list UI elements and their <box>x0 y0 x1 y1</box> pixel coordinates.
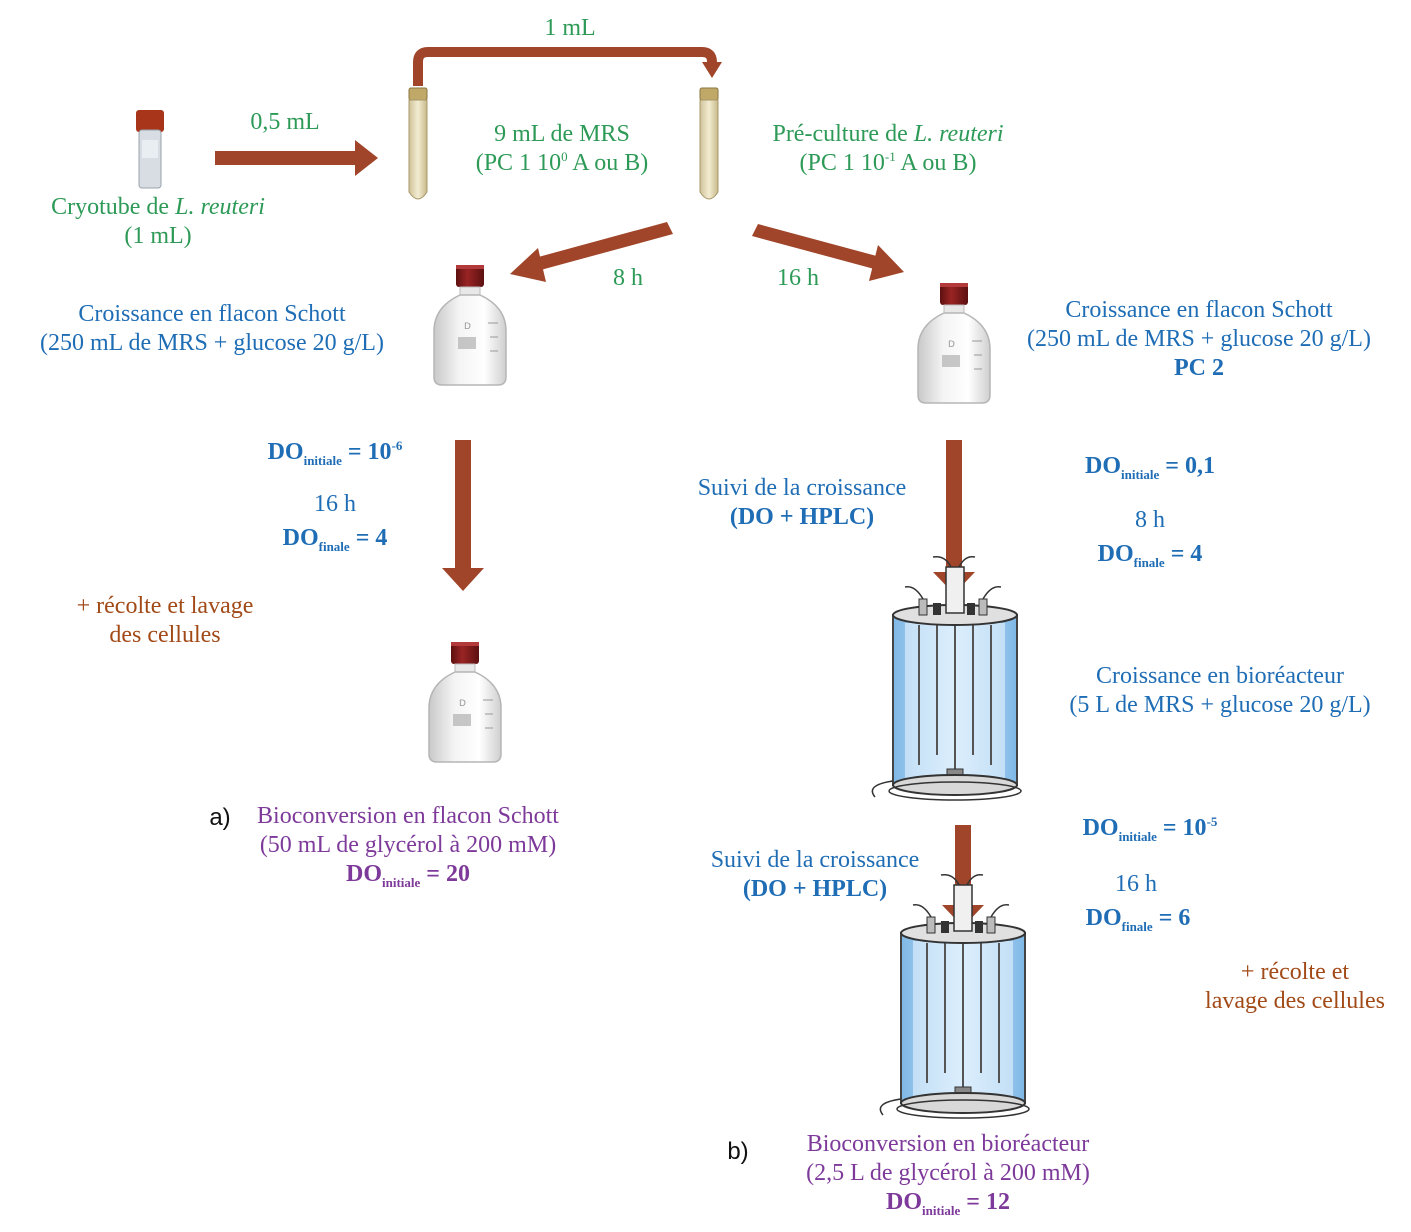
bioreactor-do-initial: DOinitiale = 10-5 <box>1082 814 1218 844</box>
arrow-16h-shaft <box>752 224 884 270</box>
growth-monitoring-1: Suivi de la croissance (DO + HPLC) <box>697 475 907 530</box>
right-do-initial: DOinitiale = 0,1 <box>1085 453 1215 482</box>
arrow-16h-head <box>869 245 904 281</box>
schott-bottle-bioconversion-icon <box>428 641 502 763</box>
volume-1ml-label: 1 mL <box>544 15 596 41</box>
label-b: b) <box>727 1138 749 1165</box>
bioreactor-do-final: DOfinale = 6 <box>1085 905 1191 934</box>
right-do-final: DOfinale = 4 <box>1097 541 1203 570</box>
left-do-final: DOfinale = 4 <box>282 525 388 554</box>
arrow-left-down-head <box>442 568 484 591</box>
volume-05ml-label: 0,5 mL <box>250 109 320 135</box>
arrow-1ml-bent <box>413 47 717 86</box>
right-growth-label: Croissance en flacon Schott (250 mL de M… <box>1027 297 1371 381</box>
label-a: a) <box>209 804 231 831</box>
bioreactor-growth-icon <box>871 555 1022 801</box>
test-tube-mrs-icon <box>408 87 428 200</box>
cryotube-icon <box>136 110 164 189</box>
bioconversion-schott-label: Bioconversion en flacon Schott (50 mL de… <box>257 803 559 890</box>
right-harvest-note: + récolte et lavage des cellules <box>1205 959 1385 1014</box>
left-time-16h: 16 h <box>314 491 356 517</box>
bioreactor-bioconversion-icon <box>879 873 1030 1119</box>
left-growth-label: Croissance en flacon Schott (250 mL de M… <box>40 301 384 356</box>
arrow-left-down-shaft <box>455 440 471 568</box>
arrow-right-down-shaft <box>946 440 962 572</box>
bioreactor-growth-label: Croissance en bioréacteur (5 L de MRS + … <box>1069 663 1371 718</box>
left-do-initial: DOinitiale = 10-6 <box>267 438 403 468</box>
left-harvest-note: + récolte et lavage des cellules <box>76 593 254 648</box>
arrow-1ml-head <box>702 62 722 78</box>
right-time-8h: 8 h <box>1135 507 1165 533</box>
time-8h-label: 8 h <box>613 265 643 291</box>
bioconversion-bioreactor-label: Bioconversion en bioréacteur (2,5 L de g… <box>806 1131 1090 1218</box>
arrow-05ml-shaft <box>215 151 355 165</box>
cryotube-label: Cryotube de L. reuteri (1 mL) <box>51 194 265 249</box>
bioreactor-time-16h: 16 h <box>1115 871 1157 897</box>
test-tube-preculture-icon <box>699 87 719 200</box>
tube-preculture-label: Pré-culture de L. reuteri (PC 1 10-1 A o… <box>772 121 1004 176</box>
schott-bottle-left-icon <box>433 264 507 386</box>
arrow-8h-head <box>510 248 546 282</box>
arrow-8h-shaft <box>531 222 673 271</box>
arrow-05ml-head <box>355 140 378 176</box>
tube-mrs-label: 9 mL de MRS (PC 1 100 A ou B) <box>475 121 649 176</box>
schott-bottle-right-icon <box>917 282 991 404</box>
time-16h-label: 16 h <box>777 265 819 291</box>
growth-monitoring-2: Suivi de la croissance (DO + HPLC) <box>710 847 920 902</box>
